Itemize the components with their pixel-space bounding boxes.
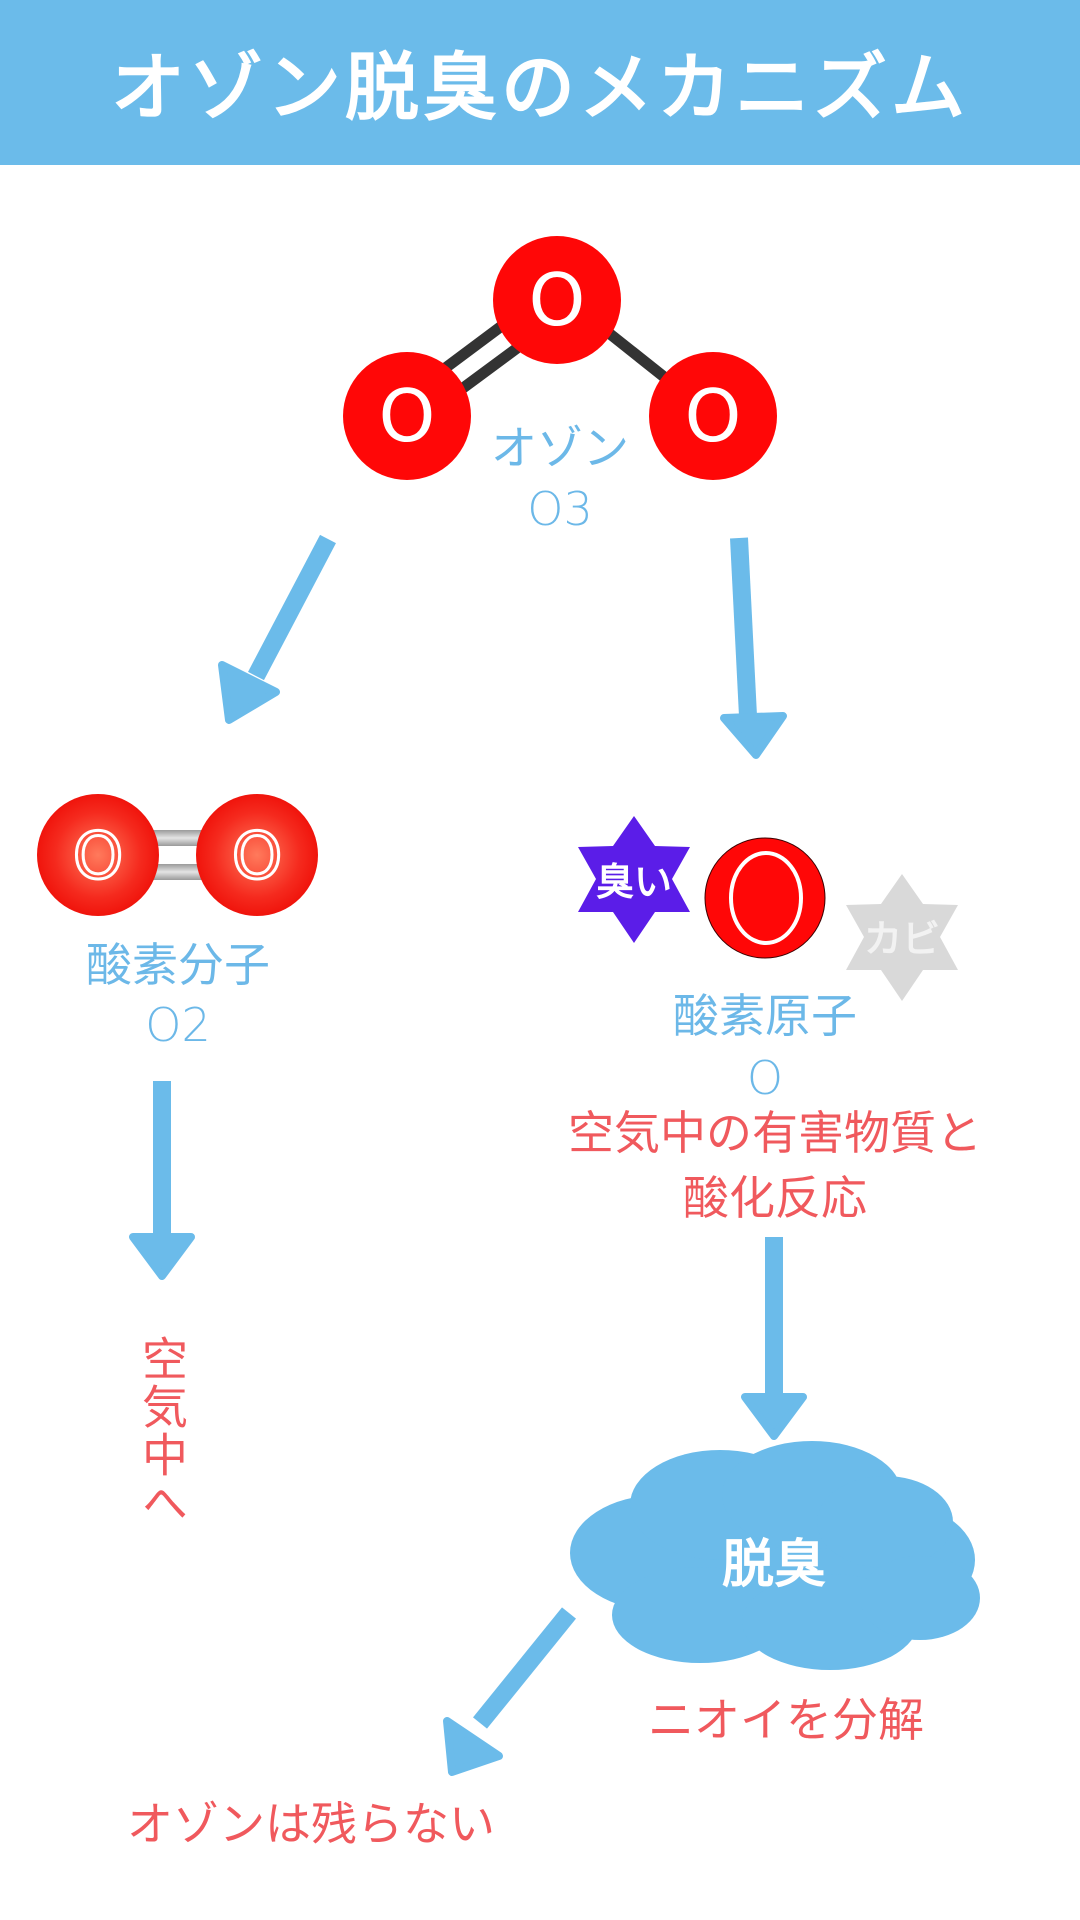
- star-shape: [578, 816, 690, 943]
- atom-symbol: O: [73, 820, 123, 894]
- ozone-atom-left: O: [343, 352, 471, 480]
- atom-symbol: O: [685, 374, 742, 458]
- title-banner: オゾン脱臭のメカニズム: [0, 0, 1080, 165]
- ozone-name: オゾン: [491, 421, 629, 475]
- oxygen-molecule-formula: O2: [145, 998, 211, 1052]
- ozone-formula: O3: [527, 482, 593, 536]
- atom-symbol: O: [232, 820, 282, 894]
- deodorize-label: 脱臭: [722, 1535, 826, 1595]
- atom-symbol: O: [529, 258, 586, 342]
- arrow-to-oxygen-molecule: [218, 534, 336, 724]
- deodorize-cloud: 脱臭: [570, 1441, 980, 1670]
- deodorize-description: ニオイを分解: [648, 1693, 924, 1747]
- arrow-to-deodorize: [741, 1237, 807, 1440]
- mold-badge: カビ: [846, 874, 958, 1001]
- ozone-atom-right: O: [649, 352, 777, 480]
- atom-symbol-ring: [729, 851, 803, 945]
- star-shape: [846, 874, 958, 1001]
- page-title: オゾン脱臭のメカニズム: [111, 45, 969, 131]
- ozone-atom-top: O: [493, 236, 621, 364]
- arrow-to-result: [443, 1607, 576, 1776]
- oxygen-atom: [704, 837, 826, 959]
- oxygen-atom-name: 酸素原子: [673, 989, 857, 1043]
- mold-badge-label: カビ: [864, 917, 940, 961]
- result-text: オゾンは残らない: [127, 1797, 495, 1851]
- to-air-text: 空気中へ: [135, 1335, 189, 1527]
- reaction-text-line2: 酸化反応: [683, 1171, 867, 1225]
- oxygen-molecule: O O: [37, 794, 318, 916]
- o2-atom-right: O: [196, 794, 318, 916]
- oxygen-atom-formula: O: [746, 1051, 784, 1105]
- odor-badge-label: 臭い: [596, 860, 672, 904]
- o2-atom-left: O: [37, 794, 159, 916]
- arrow-to-air: [129, 1081, 195, 1280]
- oxygen-molecule-name: 酸素分子: [86, 938, 270, 992]
- ozone-molecule: O O O: [343, 236, 777, 480]
- atom-symbol: O: [379, 374, 436, 458]
- arrow-to-oxygen-atom: [720, 537, 787, 759]
- reaction-text-line1: 空気中の有害物質と: [568, 1106, 982, 1160]
- odor-badge: 臭い: [578, 816, 690, 943]
